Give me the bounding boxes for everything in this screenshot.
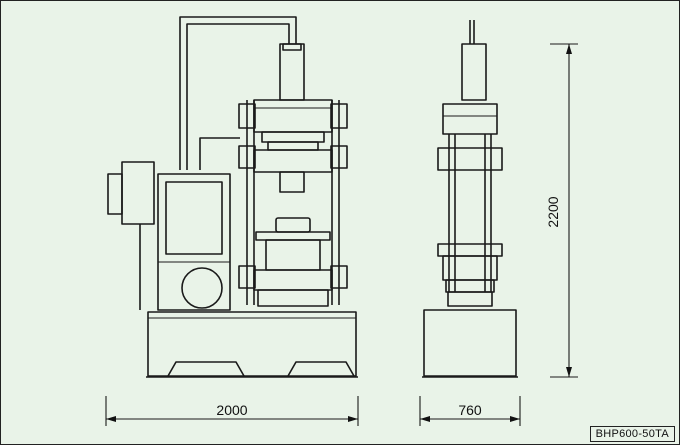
side-platen (437, 147, 503, 171)
front-view (107, 16, 358, 378)
ram-head (279, 171, 305, 193)
model-label: BHP600-50TA (589, 426, 675, 442)
base-foot-left (167, 361, 245, 377)
dim-height: 2200 (545, 43, 578, 378)
lower-die (275, 217, 311, 233)
cylinder-cap (282, 43, 302, 51)
dim-height-label: 2200 (545, 196, 561, 227)
pressure-gauge (181, 267, 223, 309)
dim-width: 2000 (105, 396, 359, 426)
upper-crosshead (253, 99, 333, 133)
side-view (422, 20, 518, 378)
side-base (423, 309, 517, 377)
bolster (255, 231, 331, 241)
power-unit (121, 161, 155, 225)
lower-bed (253, 269, 333, 291)
motor (107, 173, 123, 215)
dim-depth-label: 760 (458, 402, 482, 418)
hydraulic-pipe-inner (186, 23, 290, 170)
moving-platen (253, 149, 333, 173)
side-cylinder (461, 43, 487, 101)
dim-width-label: 2000 (216, 402, 247, 418)
hydraulic-pipe-outer (179, 16, 297, 170)
dim-depth: 760 (419, 396, 521, 426)
base (147, 311, 357, 377)
control-cabinet (157, 173, 231, 311)
side-upper-crosshead (442, 103, 498, 135)
main-cylinder (279, 43, 305, 101)
control-panel-window (165, 181, 223, 255)
base-foot-right (287, 361, 355, 377)
hydraulic-pipe-lower (199, 137, 240, 170)
